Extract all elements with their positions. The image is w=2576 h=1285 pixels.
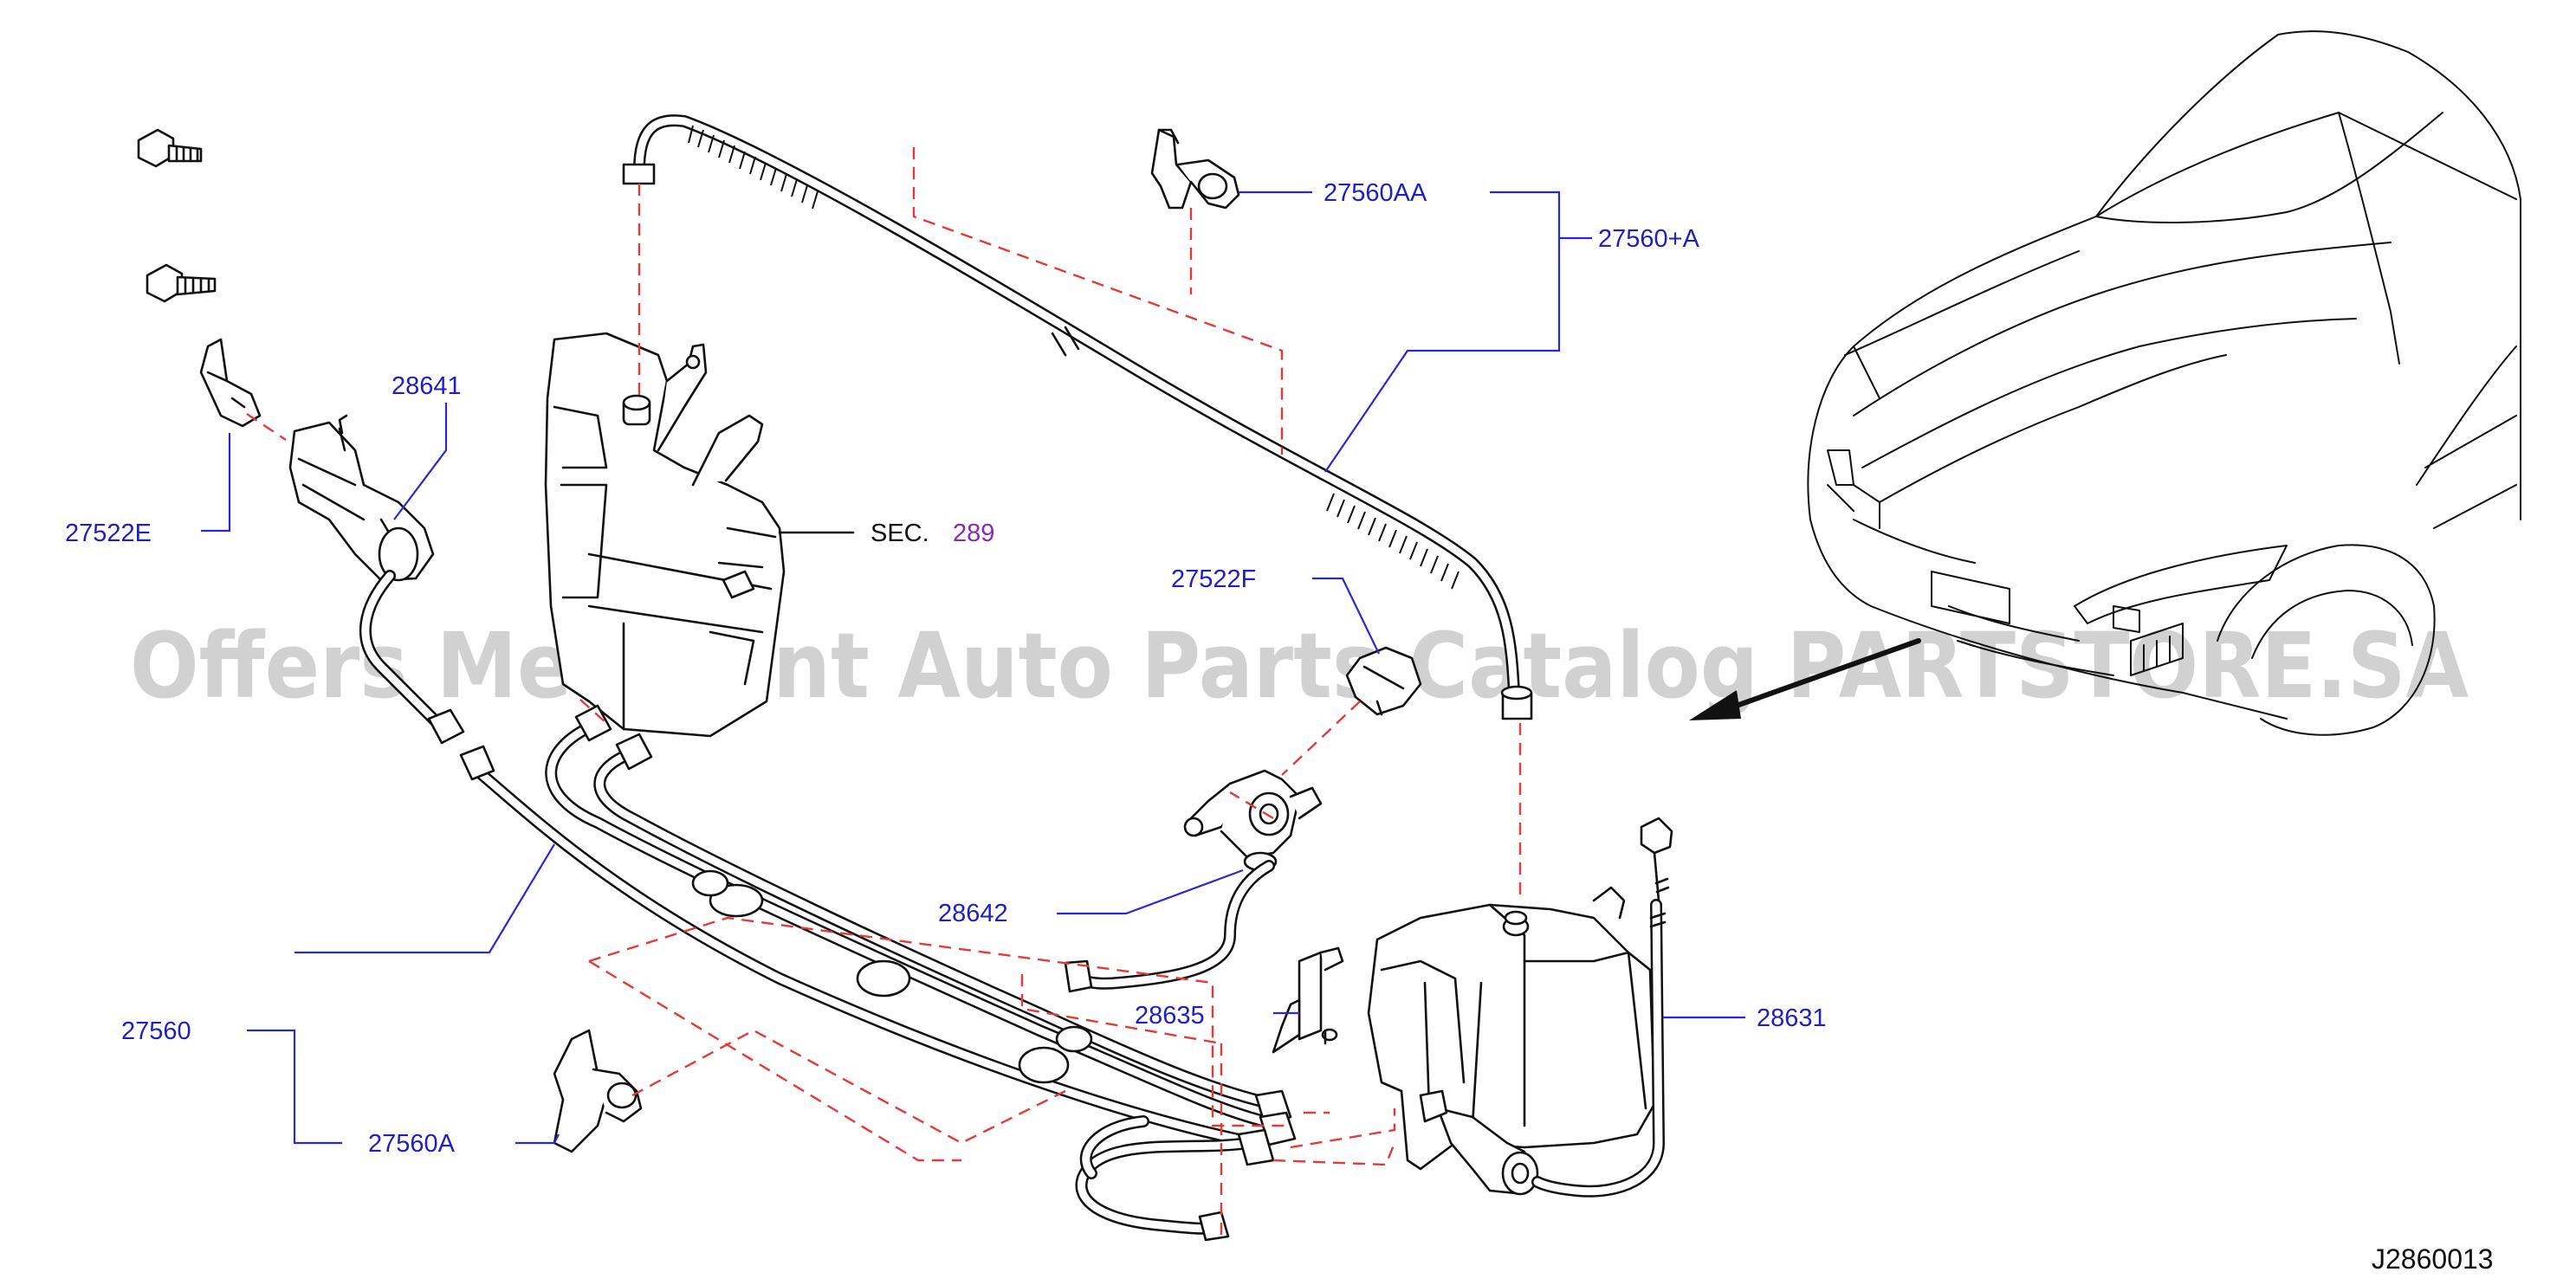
label-27522f[interactable]: 27522F	[1171, 565, 1256, 593]
label-28642[interactable]: 28642	[938, 900, 1008, 927]
pump-28642[interactable]	[1183, 769, 1323, 872]
direction-arrow	[1689, 638, 1921, 720]
wire-connector-28631	[1531, 817, 1673, 1198]
label-27560aa[interactable]: 27560AA	[1324, 179, 1427, 207]
label-27560a[interactable]: 27560A	[368, 1130, 456, 1158]
washer-tank[interactable]	[544, 332, 786, 738]
label-27560[interactable]: 27560	[121, 1017, 191, 1045]
label-sec: SEC.	[871, 520, 929, 547]
bolt-lower[interactable]	[146, 263, 217, 303]
hose-28642[interactable]	[1072, 860, 1275, 990]
bolt-upper[interactable]	[137, 128, 203, 168]
dash-27522e-to-28641	[246, 413, 287, 441]
label-28641[interactable]: 28641	[392, 372, 462, 400]
hose-top-bellows-lower	[1326, 493, 1460, 590]
bracket-27522f[interactable]	[1345, 646, 1422, 716]
hose-bundle-couplers	[459, 704, 1297, 1242]
clip-27560aa[interactable]	[1150, 128, 1240, 210]
pump-28641[interactable]	[288, 414, 435, 582]
bracket-27522e[interactable]	[199, 338, 262, 428]
label-27522e[interactable]: 27522E	[65, 520, 152, 547]
label-27560a-top[interactable]: 27560+A	[1598, 225, 1700, 253]
clip-27560a[interactable]	[553, 1029, 643, 1153]
car-illustration	[1807, 30, 2521, 736]
hose-top-break	[1051, 326, 1080, 357]
hose-end-28641	[427, 708, 465, 745]
bracket-28635[interactable]	[1272, 946, 1344, 1054]
assembly-dash-lines	[579, 147, 1522, 1238]
leader-lines	[201, 190, 1745, 1145]
label-sec-289[interactable]: 289	[953, 520, 994, 547]
hose-top-end-right	[1500, 685, 1533, 720]
hose-top-bellows-upper	[688, 125, 819, 210]
pump-28631[interactable]	[1367, 886, 1656, 1196]
hose-end-28642	[1064, 959, 1093, 993]
hose-top-end-left	[622, 163, 656, 185]
diagram-id: J2860013	[2372, 1243, 2494, 1275]
label-28635[interactable]: 28635	[1135, 1002, 1205, 1030]
watermark-text: Offers Merchant Auto Parts Catalog PARTS…	[130, 613, 2469, 719]
label-28631[interactable]: 28631	[1757, 1004, 1827, 1032]
